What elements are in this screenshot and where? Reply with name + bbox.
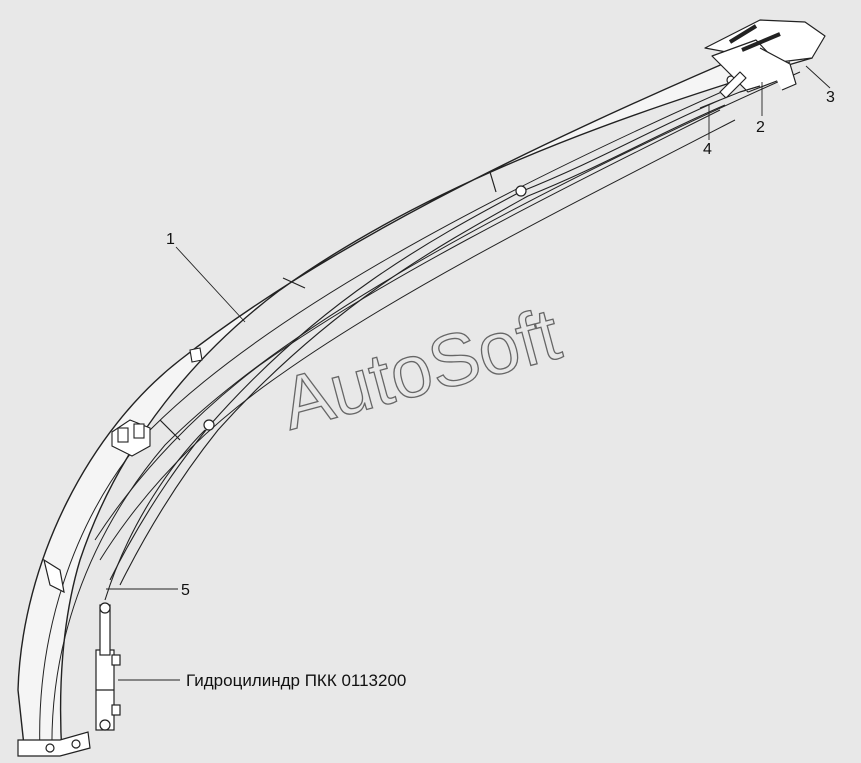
callout-2: 2 [756,119,765,136]
bracket-left [111,347,203,457]
leader-lines [106,65,831,681]
callout-5: 5 [181,582,190,599]
boom-body [17,47,813,756]
leader-1 [175,246,246,323]
callout-4: 4 [703,141,712,158]
watermark-text: AutoSoft [273,292,569,446]
head-assembly [699,19,826,109]
leader-3 [805,65,831,89]
callout-3: 3 [826,89,835,106]
hydraulic-cylinder [95,602,121,731]
callout-1: 1 [166,231,175,248]
boom-base [17,558,91,757]
boom-contours [39,61,801,753]
boom-joints [159,171,497,441]
hose-lines [104,99,726,601]
hydraulic-cylinder-caption: Гидроцилиндр ПКК 0113200 [186,671,406,690]
